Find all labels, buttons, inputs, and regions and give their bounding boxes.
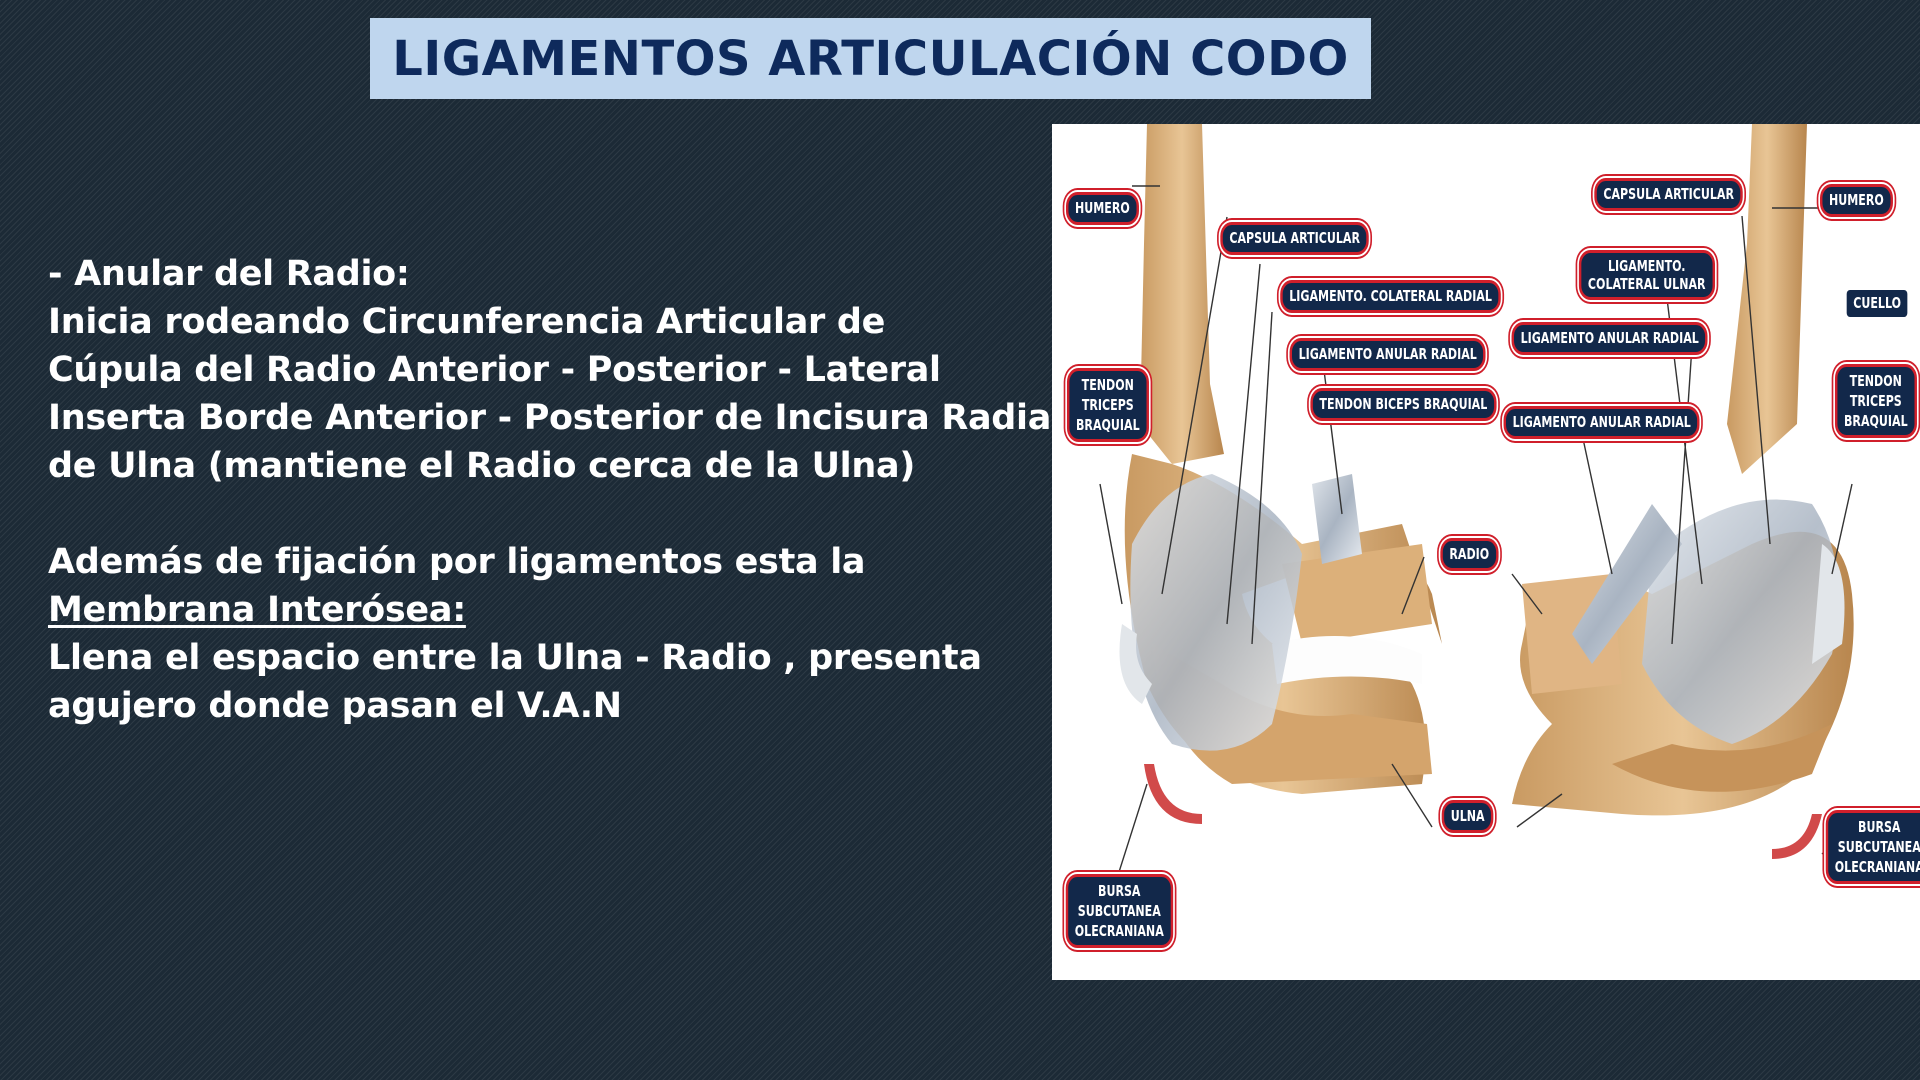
title-banner: LIGAMENTOS ARTICULACIÓN CODO xyxy=(370,18,1371,99)
label-biceps: TENDON BICEPS BRAQUIAL xyxy=(1310,388,1497,421)
body-line-7: agujero donde pasan el V.A.N xyxy=(48,686,622,726)
body-line-3: Inserta Borde Anterior - Posterior de In… xyxy=(48,398,1063,438)
elbow-anatomy-figure: HUMERO CAPSULA ARTICULAR LIGAMENTO. COLA… xyxy=(1052,124,1920,980)
label-triceps-right: TENDON TRICEPS BRAQUIAL xyxy=(1834,364,1917,438)
left-elbow-drawing xyxy=(1119,124,1442,824)
label-radio: RADIO xyxy=(1440,538,1499,571)
label-bursa-right: BURSA SUBCUTANEA OLECRANIANA xyxy=(1825,810,1920,884)
body-line-4: de Ulna (mantiene el Radio cerca de la U… xyxy=(48,446,916,486)
leader-lines xyxy=(1099,185,1853,895)
label-anular-right-top: LIGAMENTO ANULAR RADIAL xyxy=(1511,322,1708,355)
slide-title: LIGAMENTOS ARTICULACIÓN CODO xyxy=(392,30,1349,87)
label-bursa-left: BURSA SUBCUTANEA OLECRANIANA xyxy=(1065,874,1173,948)
membrane-heading: Membrana Interósea: xyxy=(48,590,466,630)
body-line-2: Cúpula del Radio Anterior - Posterior - … xyxy=(48,350,941,390)
label-colateral-radial: LIGAMENTO. COLATERAL RADIAL xyxy=(1280,280,1501,313)
elbow-illustration xyxy=(1099,124,1854,895)
label-humero-right: HUMERO xyxy=(1819,184,1893,217)
body-line-6: Llena el espacio entre la Ulna - Radio ,… xyxy=(48,638,982,678)
label-ulna: ULNA xyxy=(1441,800,1494,833)
label-colateral-ulnar: LIGAMENTO. COLATERAL ULNAR xyxy=(1578,250,1715,300)
body-text: - Anular del Radio: Inicia rodeando Circ… xyxy=(48,250,1063,730)
body-heading: - Anular del Radio: xyxy=(48,254,410,294)
label-triceps-left: TENDON TRICEPS BRAQUIAL xyxy=(1066,368,1149,442)
label-cuello: CUELLO xyxy=(1846,290,1908,317)
right-elbow-drawing xyxy=(1512,124,1854,859)
label-humero-left: HUMERO xyxy=(1065,192,1139,225)
label-anular-right-bottom: LIGAMENTO ANULAR RADIAL xyxy=(1503,406,1700,439)
label-capsula-left: CAPSULA ARTICULAR xyxy=(1220,222,1370,255)
label-capsula-right: CAPSULA ARTICULAR xyxy=(1594,178,1744,211)
body-line-5: Además de fijación por ligamentos esta l… xyxy=(48,542,866,582)
label-anular-left: LIGAMENTO ANULAR RADIAL xyxy=(1289,338,1486,371)
body-line-1: Inicia rodeando Circunferencia Articular… xyxy=(48,302,886,342)
body-gap xyxy=(48,490,1038,538)
